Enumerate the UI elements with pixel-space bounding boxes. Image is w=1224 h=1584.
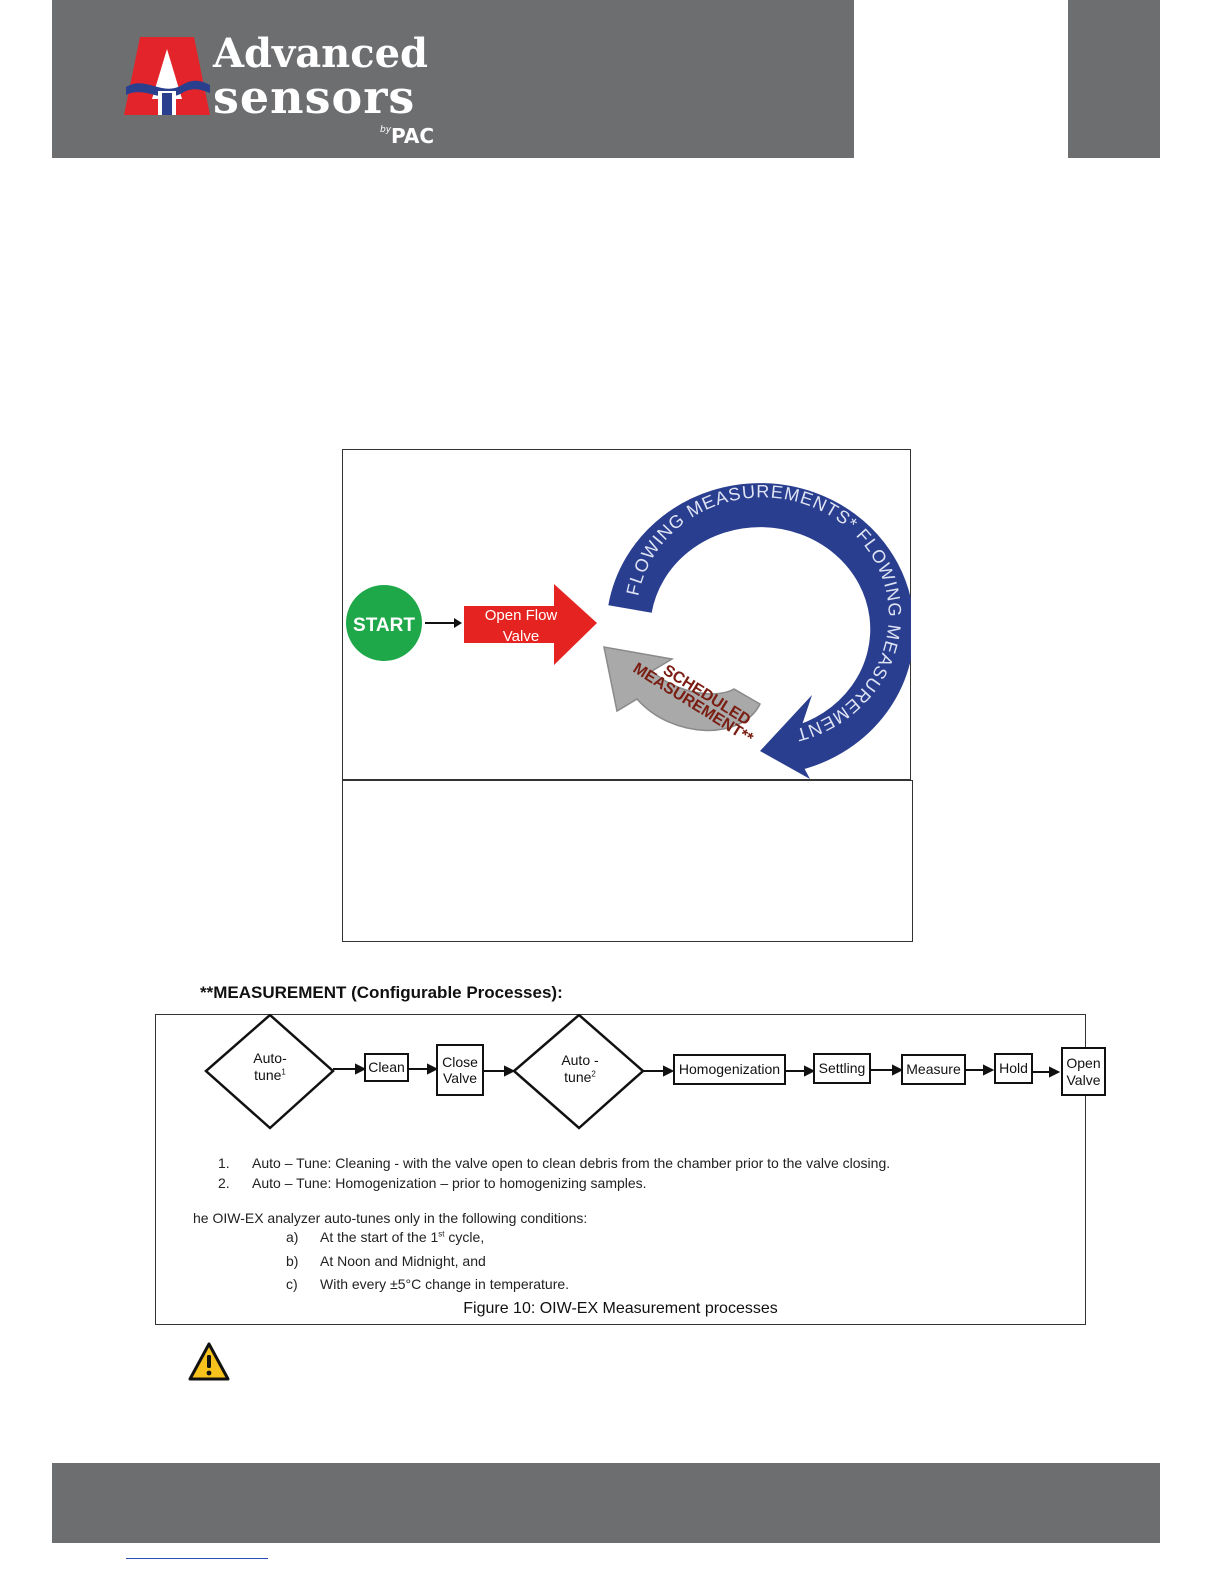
logo-word-sensors: sensors bbox=[213, 70, 416, 124]
logo-word-advanced: Advanced bbox=[213, 30, 429, 77]
autotune1-text: Auto- tune bbox=[253, 1050, 287, 1083]
conditions-intro: he OIW-EX analyzer auto-tunes only in th… bbox=[193, 1210, 588, 1226]
autotune2-label: Auto - tune2 bbox=[540, 1052, 620, 1086]
note-item: 1. Auto – Tune: Cleaning - with the valve… bbox=[218, 1155, 890, 1171]
measurement-section-title: **MEASUREMENT (Configurable Processes): bbox=[200, 983, 563, 1002]
autotune1-sup: 1 bbox=[281, 1067, 286, 1077]
advanced-sensors-logo-mark bbox=[124, 37, 210, 115]
logo-by: by bbox=[380, 125, 392, 135]
flowing-arrow-head bbox=[760, 695, 812, 779]
condition-sup: st bbox=[438, 1229, 445, 1239]
diagram-notes-box bbox=[342, 780, 913, 942]
logo-by-pac: byPAC bbox=[380, 124, 435, 148]
condition-text: At the start of the 1 bbox=[320, 1229, 439, 1245]
condition-tail: cycle, bbox=[444, 1229, 485, 1245]
start-circle bbox=[346, 585, 422, 661]
autotune2-text: Auto - tune bbox=[561, 1052, 599, 1085]
logo-pac: PAC bbox=[391, 124, 435, 148]
process-connectors bbox=[204, 1014, 1061, 1130]
condition-text: With every ±5°C change in temperature. bbox=[320, 1276, 570, 1292]
note-text: Auto – Tune: Cleaning - with the valve o… bbox=[252, 1155, 891, 1171]
open-flow-label-line1: Open Flow bbox=[485, 607, 558, 624]
note-item: 2. Auto – Tune: Homogenization – prior to… bbox=[218, 1175, 647, 1191]
autotune2-diamond bbox=[512, 1014, 645, 1130]
header-side-block bbox=[1068, 0, 1160, 158]
open-flow-valve-arrow bbox=[464, 584, 597, 665]
measurement-cycle-graphic: START Open Flow Valve FLOWING MEASUREMEN… bbox=[342, 449, 911, 779]
footer-link-underline bbox=[126, 1558, 268, 1559]
autotune1-label: Auto- tune1 bbox=[230, 1050, 310, 1084]
scheduled-measurement-arrow bbox=[603, 646, 761, 732]
measurement-process-box bbox=[155, 1014, 1086, 1325]
open-valve-step: Open Valve bbox=[1061, 1047, 1106, 1096]
footer-bar bbox=[52, 1463, 1160, 1543]
note-text: Auto – Tune: Homogenization – prior to h… bbox=[252, 1175, 647, 1191]
condition-text: At Noon and Midnight, and bbox=[320, 1253, 486, 1269]
close-valve-step: Close Valve bbox=[436, 1044, 484, 1096]
autotune1-diamond bbox=[204, 1014, 335, 1130]
clean-step: Clean bbox=[364, 1053, 409, 1082]
condition-label: c) bbox=[286, 1276, 298, 1292]
condition-label: a) bbox=[286, 1229, 299, 1245]
measure-step: Measure bbox=[901, 1054, 966, 1085]
condition-item: a) At the start of the 1st cycle, bbox=[286, 1229, 484, 1245]
flowing-measurements-arc bbox=[608, 483, 911, 771]
condition-item: b) At Noon and Midnight, and bbox=[286, 1253, 486, 1269]
homogenization-step: Homogenization bbox=[673, 1054, 786, 1085]
open-flow-label-line2: Valve bbox=[503, 628, 539, 645]
note-number: 2. bbox=[218, 1175, 230, 1191]
autotune2-sup: 2 bbox=[591, 1069, 596, 1079]
warning-icon bbox=[188, 1342, 230, 1381]
settling-step: Settling bbox=[813, 1053, 871, 1084]
hold-step: Hold bbox=[994, 1053, 1033, 1084]
note-number: 1. bbox=[218, 1155, 230, 1171]
start-label: START bbox=[353, 615, 415, 636]
condition-label: b) bbox=[286, 1253, 299, 1269]
start-connector-head bbox=[454, 618, 462, 628]
condition-item: c) With every ±5°C change in temperature. bbox=[286, 1276, 569, 1292]
figure-caption: Figure 10: OIW-EX Measurement processes bbox=[463, 1300, 778, 1317]
